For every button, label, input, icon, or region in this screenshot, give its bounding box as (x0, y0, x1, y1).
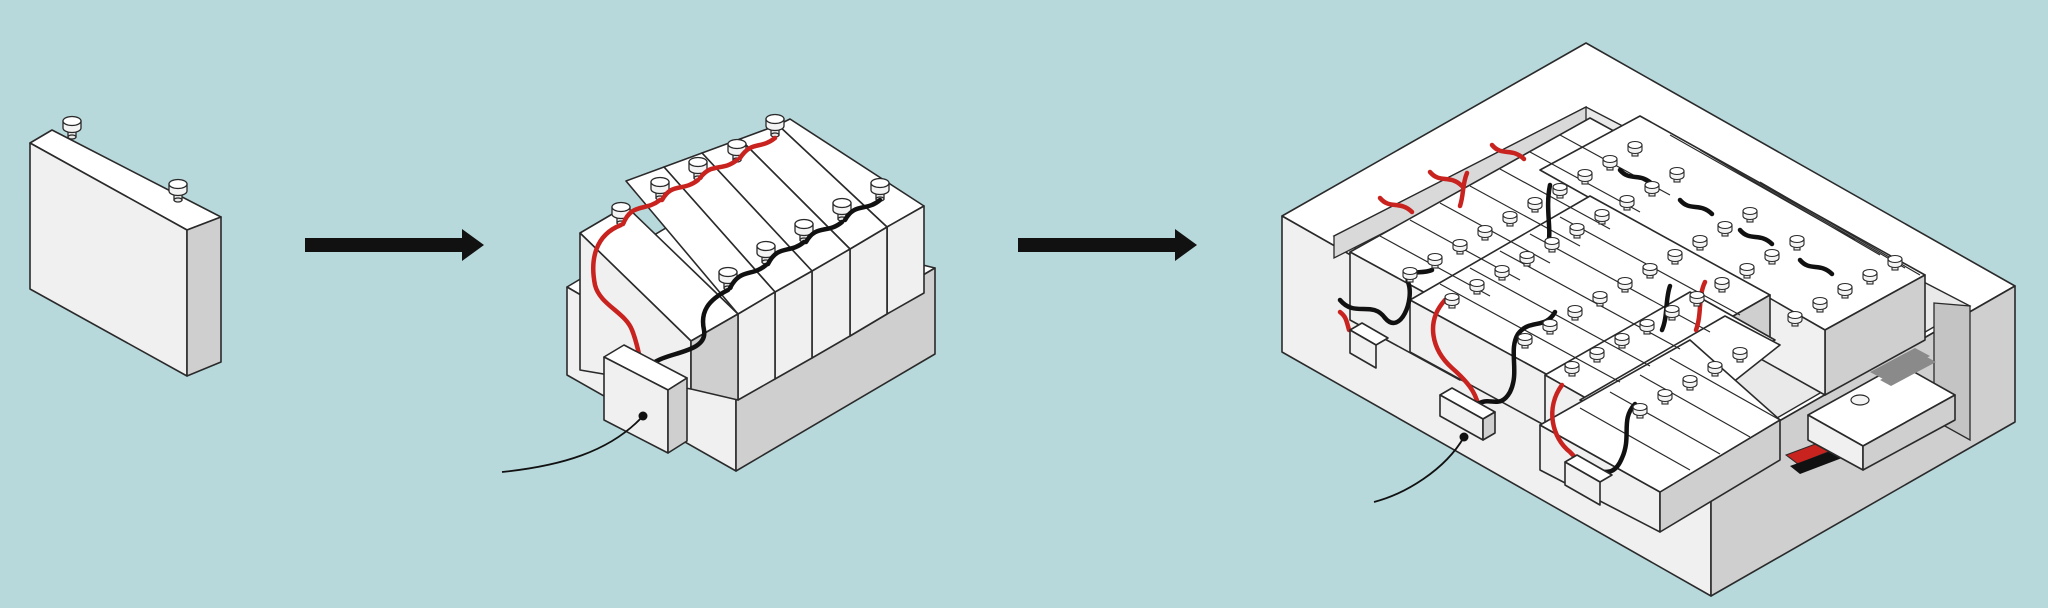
module-leader-line (501, 415, 644, 473)
battery-module (501, 113, 936, 473)
single-cell (29, 115, 222, 377)
module-connector-box (603, 344, 688, 454)
positive-terminal-icon (62, 115, 82, 140)
pack-leader-line (1373, 436, 1465, 503)
negative-wire (645, 197, 883, 381)
battery-pack (1281, 42, 2016, 597)
pack-connector-boxes (1349, 322, 1613, 506)
positive-wire (591, 135, 778, 371)
arrow-1-icon (305, 229, 484, 261)
arrow-2-icon (1018, 229, 1197, 261)
pack-control-unit (1807, 348, 1956, 471)
